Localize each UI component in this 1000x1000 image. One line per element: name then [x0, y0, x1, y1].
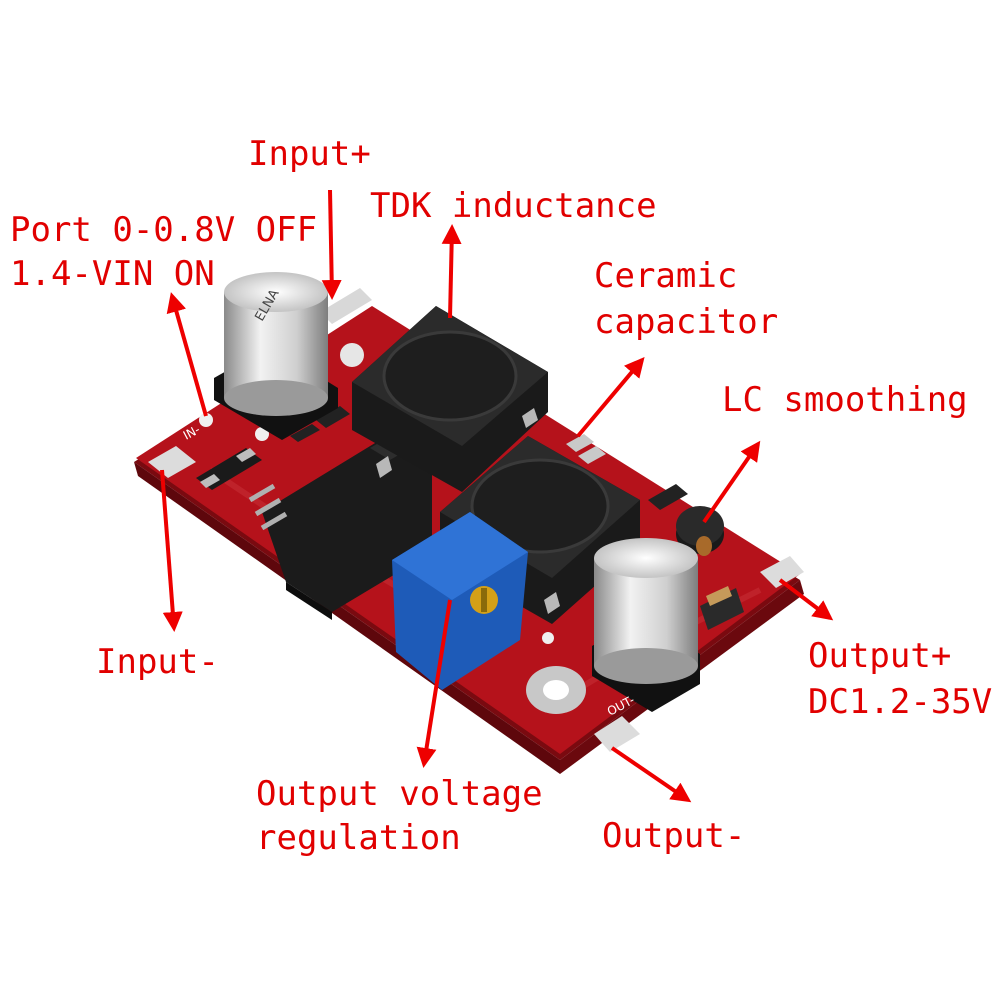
label-ceramic-line1: Ceramic [594, 256, 738, 296]
label-output-regulation-line1: Output voltage [256, 774, 543, 814]
label-input-plus: Input+ [248, 134, 371, 174]
label-output-regulation-line2: regulation [256, 818, 461, 858]
mounting-hole [526, 666, 586, 714]
label-ceramic-line2: capacitor [594, 302, 779, 342]
label-output-plus-line2: DC1.2-35V [808, 682, 993, 722]
arrow-lc-smoothing [702, 440, 761, 524]
silk-in-minus: IN- [181, 422, 202, 442]
arrow-port-enable [166, 292, 208, 417]
label-port-line1: Port 0-0.8V OFF [10, 210, 318, 250]
tdk-inductor-right [440, 436, 640, 624]
trimmer-potentiometer [392, 512, 528, 690]
ceramic-capacitors [566, 434, 606, 464]
arrow-input-minus [160, 469, 183, 632]
arrow-output-plus [778, 578, 834, 621]
solder-pads [148, 288, 804, 752]
arrow-ceramic-capacitor [576, 356, 645, 438]
label-tdk-inductance: TDK inductance [370, 186, 657, 226]
smd-components [196, 406, 744, 630]
arrow-output-minus [610, 746, 692, 803]
arrow-output-regulation [416, 599, 452, 768]
tdk-inductor-left [352, 306, 548, 492]
arrow-input-plus [321, 189, 342, 300]
annotation-arrows [160, 189, 834, 803]
label-port-line2: 1.4-VIN ON [10, 254, 215, 294]
output-electrolytic-capacitor [592, 538, 700, 712]
input-electrolytic-capacitor: ELNA [214, 272, 338, 440]
label-output-plus-line1: Output+ [808, 636, 952, 676]
lc-inductor-2r2 [676, 506, 724, 556]
label-input-minus: Input- [96, 642, 219, 682]
label-lc-smoothing: LC smoothing [722, 380, 968, 420]
label-output-minus: Output- [602, 816, 746, 856]
arrow-tdk-inductance [441, 224, 462, 319]
